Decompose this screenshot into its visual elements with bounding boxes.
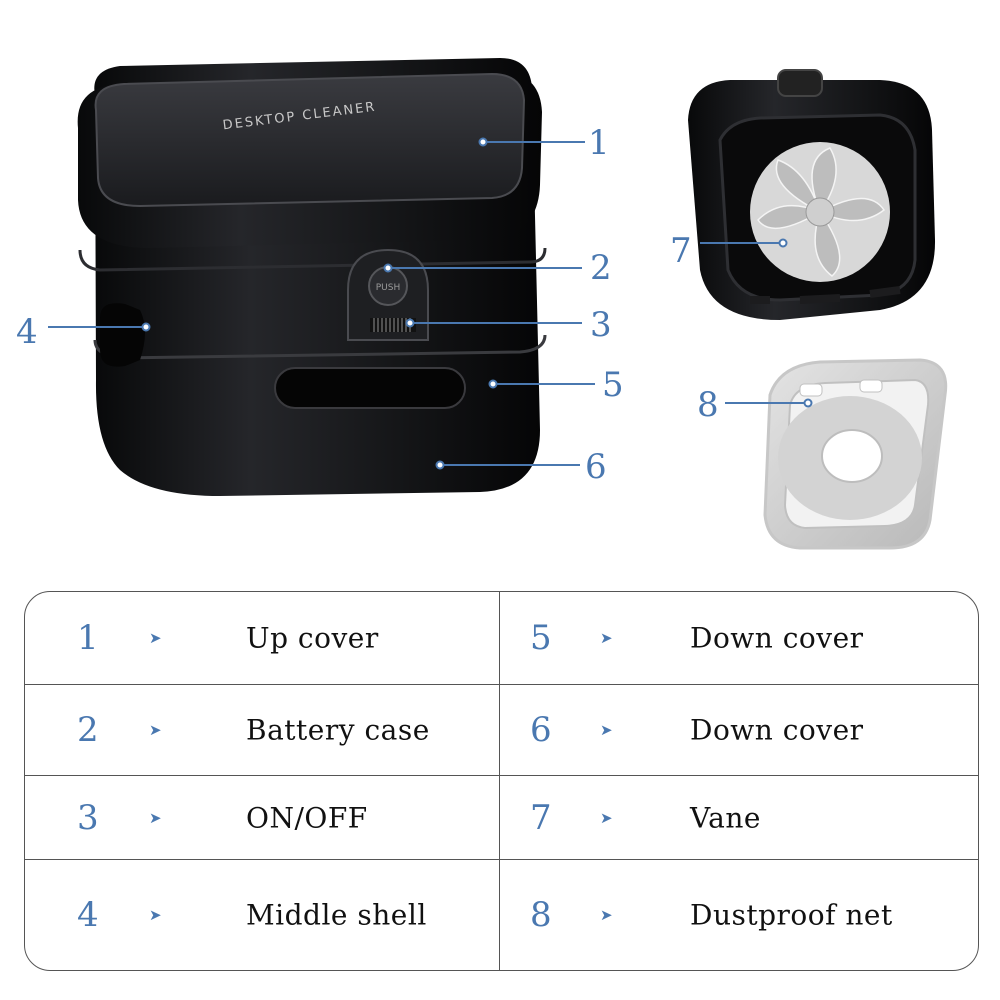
legend-item-battery-case: 2 ➤ Battery case xyxy=(25,685,500,776)
arrow-icon: ➤ xyxy=(600,721,613,739)
legend-item-down-cover-2: 6 ➤ Down cover xyxy=(500,685,978,776)
svg-text:PUSH: PUSH xyxy=(376,283,401,293)
legend-label: Dustproof net xyxy=(690,898,893,932)
front-slot xyxy=(274,367,466,409)
side-slot xyxy=(100,303,145,367)
arrow-icon: ➤ xyxy=(149,906,162,924)
legend-item-vane: 7 ➤ Vane xyxy=(500,776,978,860)
legend-item-up-cover: 1 ➤ Up cover xyxy=(25,592,500,685)
fan-blades xyxy=(757,147,886,277)
legend-number: 1 xyxy=(77,618,99,658)
legend-item-middle-shell: 4 ➤ Middle shell xyxy=(25,860,500,970)
callout-2: 2 xyxy=(590,248,612,288)
legend-number: 6 xyxy=(530,710,552,750)
dustproof-net xyxy=(763,358,948,550)
legend-label: Battery case xyxy=(246,713,430,747)
up-cover xyxy=(94,72,526,208)
legend-item-on-off: 3 ➤ ON/OFF xyxy=(25,776,500,860)
legend-label: Up cover xyxy=(246,621,379,655)
cleaner-main-body: DESKTOP CLEANER PUSH xyxy=(77,58,547,496)
legend-label: Down cover xyxy=(690,713,864,747)
legend-label: ON/OFF xyxy=(246,801,368,834)
legend-number: 5 xyxy=(530,618,552,658)
legend-number: 3 xyxy=(77,797,99,838)
legend-number: 2 xyxy=(77,710,99,750)
legend-item-dustproof-net: 8 ➤ Dustproof net xyxy=(500,860,978,970)
arrow-icon: ➤ xyxy=(149,721,162,739)
legend-item-down-cover: 5 ➤ Down cover xyxy=(500,592,978,685)
callout-numbers: 1 2 3 4 5 6 7 8 xyxy=(16,123,719,487)
callout-3: 3 xyxy=(590,305,612,345)
arrow-icon: ➤ xyxy=(600,629,613,647)
arrow-icon: ➤ xyxy=(600,808,613,827)
arrow-icon: ➤ xyxy=(149,808,162,827)
vane-unit xyxy=(688,69,936,320)
callout-8: 8 xyxy=(697,385,719,425)
legend-label: Vane xyxy=(690,801,761,834)
callout-1: 1 xyxy=(588,123,610,163)
legend-number: 7 xyxy=(530,797,552,838)
arrow-icon: ➤ xyxy=(149,629,162,647)
arrow-icon: ➤ xyxy=(600,906,613,924)
parts-legend-table: 1 ➤ Up cover 5 ➤ Down cover 2 ➤ Battery … xyxy=(24,591,979,971)
legend-label: Middle shell xyxy=(246,898,427,932)
callout-6: 6 xyxy=(585,447,607,487)
legend-number: 8 xyxy=(530,895,552,935)
legend-number: 4 xyxy=(77,895,99,935)
legend-label: Down cover xyxy=(690,621,864,655)
product-diagram: DESKTOP CLEANER PUSH xyxy=(16,58,948,550)
callout-4: 4 xyxy=(16,312,38,352)
callout-leaders xyxy=(48,137,813,470)
callout-5: 5 xyxy=(602,365,624,405)
callout-7: 7 xyxy=(670,231,692,271)
